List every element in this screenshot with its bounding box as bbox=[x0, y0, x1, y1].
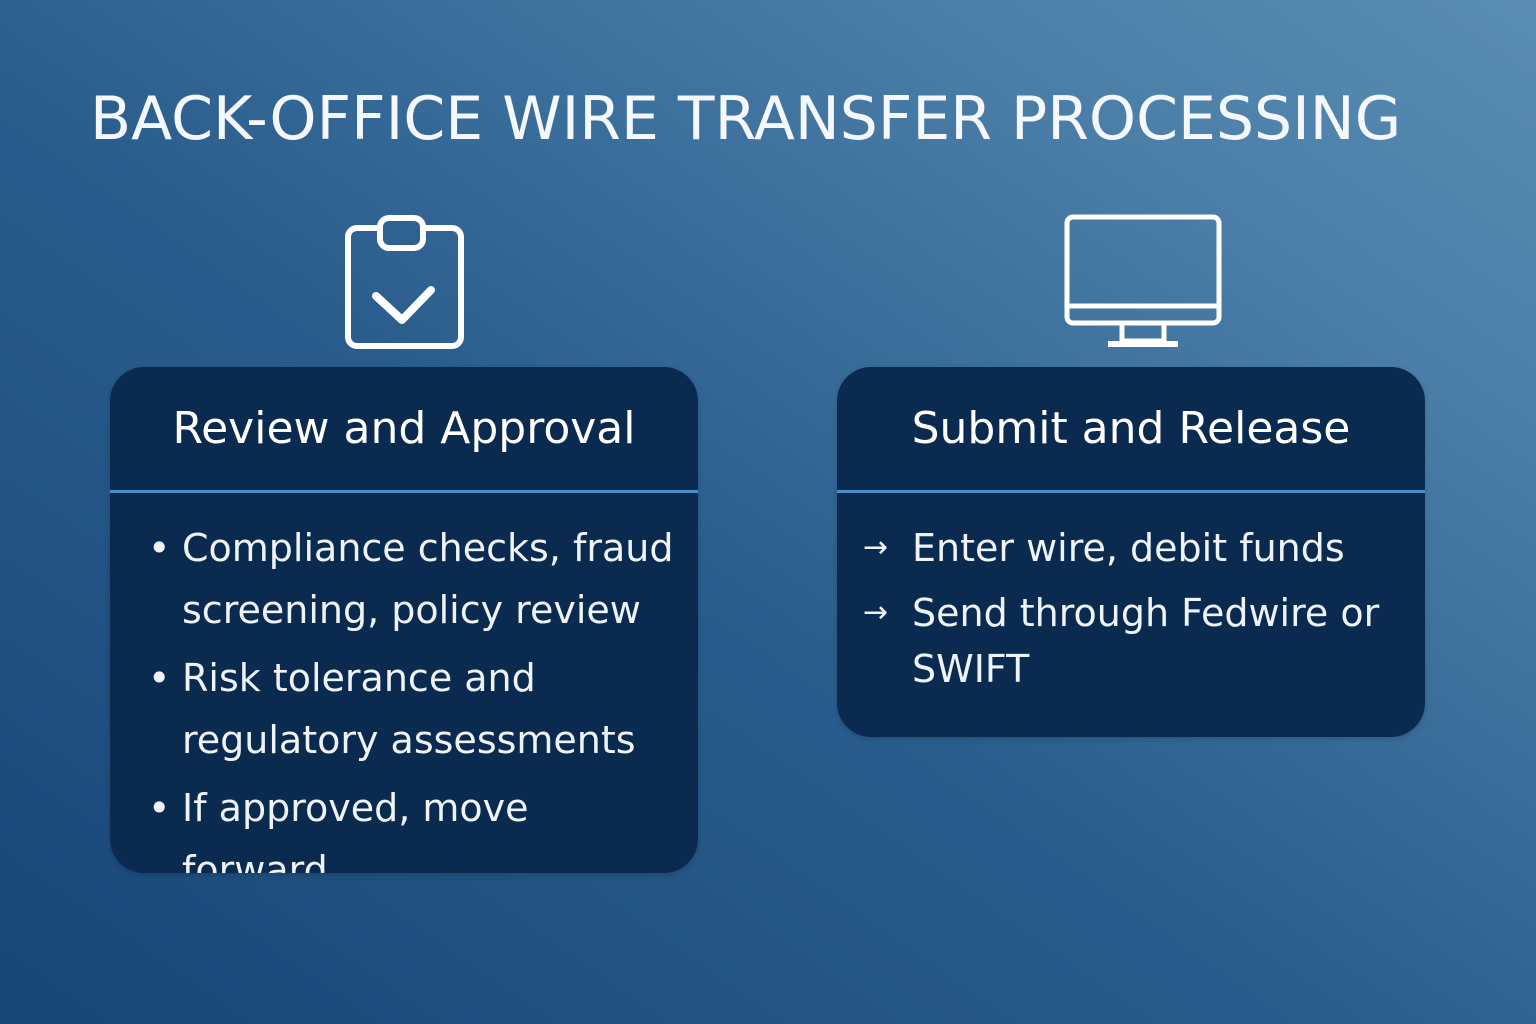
item-text: Risk tolerance and regulatory assessment… bbox=[182, 656, 636, 762]
arrow-right-icon: → bbox=[863, 595, 889, 630]
arrow-right-icon: → bbox=[863, 530, 889, 565]
item-text: Compliance checks, fraud screening, poli… bbox=[182, 526, 674, 632]
item-text: If approved, move forward bbox=[182, 786, 529, 873]
card-heading: Review and Approval bbox=[172, 403, 636, 454]
page-title: BACK-OFFICE WIRE TRANSFER PROCESSING bbox=[90, 84, 1402, 154]
list-item: → Send through Fedwire or SWIFT bbox=[837, 585, 1405, 697]
card-divider bbox=[110, 490, 698, 493]
card-divider bbox=[837, 490, 1425, 493]
item-text: Send through Fedwire or SWIFT bbox=[912, 591, 1380, 691]
list-item: •Risk tolerance and regulatory assessmen… bbox=[110, 647, 678, 771]
list-item: •Compliance checks, fraud screening, pol… bbox=[110, 517, 678, 641]
bullet-icon: • bbox=[148, 656, 171, 700]
list-item: → Enter wire, debit funds bbox=[837, 517, 1405, 579]
item-text: Enter wire, debit funds bbox=[912, 526, 1345, 570]
review-approval-card: Review and Approval •Compliance checks, … bbox=[110, 367, 698, 873]
submit-release-card: Submit and Release → Enter wire, debit fu… bbox=[837, 367, 1425, 737]
bullet-icon: • bbox=[148, 526, 171, 570]
clipboard-check-icon bbox=[345, 215, 464, 349]
monitor-icon bbox=[1064, 214, 1222, 347]
list-item: •If approved, move forward bbox=[110, 777, 678, 873]
card-heading: Submit and Release bbox=[911, 403, 1351, 454]
bullet-icon: • bbox=[148, 786, 171, 830]
